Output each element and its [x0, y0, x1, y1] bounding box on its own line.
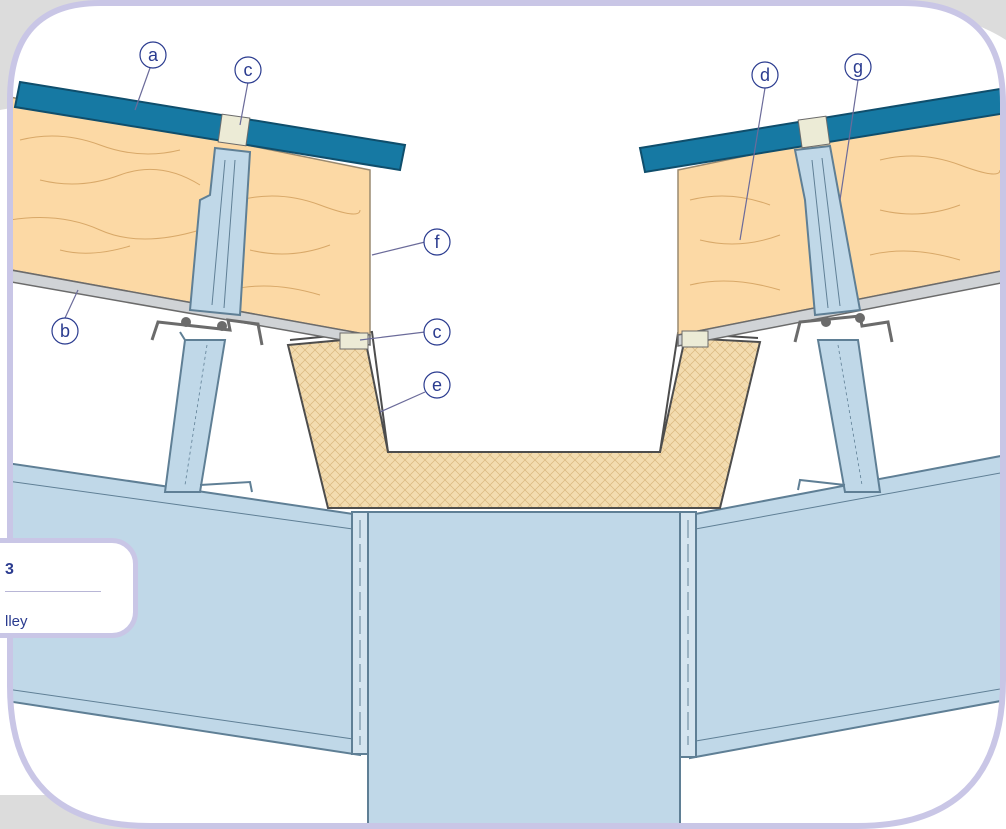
left-connector-line-2: [223, 159, 236, 309]
right-joint-seal-top: [797, 115, 831, 149]
left-liner-sheet: [10, 267, 371, 346]
callout-a: a: [139, 41, 167, 69]
left-purlin: [163, 339, 227, 493]
callout-d: d: [751, 61, 779, 89]
right-fastener-2: [855, 313, 865, 323]
left-rafter-flange-bottom: [10, 687, 361, 741]
left-panel-connector: [188, 146, 252, 317]
left-bracket: [150, 318, 264, 346]
callout-c-top: c: [234, 56, 262, 84]
right-purlin: [816, 339, 882, 493]
left-fastener-2: [217, 321, 227, 331]
left-rafter-flange: [10, 479, 361, 531]
left-outer-sheet: [13, 80, 407, 172]
caption-divider: [5, 591, 101, 592]
corner-band-top-right: [860, 0, 1006, 40]
figure-caption-panel: 3 lley: [0, 538, 138, 638]
left-joint-seal-bottom: [339, 332, 369, 350]
right-joint-seal-bottom: [681, 330, 709, 348]
callout-b-label: b: [60, 321, 70, 341]
callout-c-bottom: c: [423, 318, 451, 346]
right-insulation-texture: [689, 155, 1001, 291]
diagram-frame: [7, 0, 1006, 829]
callout-e: e: [423, 371, 451, 399]
callout-e-label: e: [432, 375, 442, 395]
callout-g-label: g: [853, 57, 863, 77]
right-fastener: [821, 317, 831, 327]
figure-number: 3: [5, 561, 14, 578]
right-panel-connector: [793, 144, 862, 317]
left-fastener: [181, 317, 191, 327]
left-connector-line: [211, 159, 226, 306]
callout-f: f: [423, 228, 451, 256]
callout-b: b: [51, 317, 79, 345]
callout-c-bottom-label: c: [433, 322, 442, 342]
callout-g: g: [844, 53, 872, 81]
left-purlin-lip: [179, 331, 253, 493]
right-rafter-flange-bottom: [689, 687, 1003, 743]
column-flange-right: [679, 511, 697, 758]
leader-lines: [64, 67, 859, 413]
callout-d-label: d: [760, 65, 770, 85]
right-connector-line-2: [821, 157, 841, 307]
callout-f-label: f: [434, 232, 440, 252]
central-column: [367, 511, 681, 826]
left-insulation-texture: [10, 135, 361, 296]
right-rafter-flange: [689, 471, 1003, 531]
right-purlin-lip: [797, 478, 846, 491]
right-connector-line: [811, 159, 829, 309]
figure-caption-text: lley: [5, 613, 28, 630]
callout-a-label: a: [148, 45, 159, 65]
callout-c-top-label: c: [244, 60, 253, 80]
left-joint-seal-top: [217, 113, 251, 147]
